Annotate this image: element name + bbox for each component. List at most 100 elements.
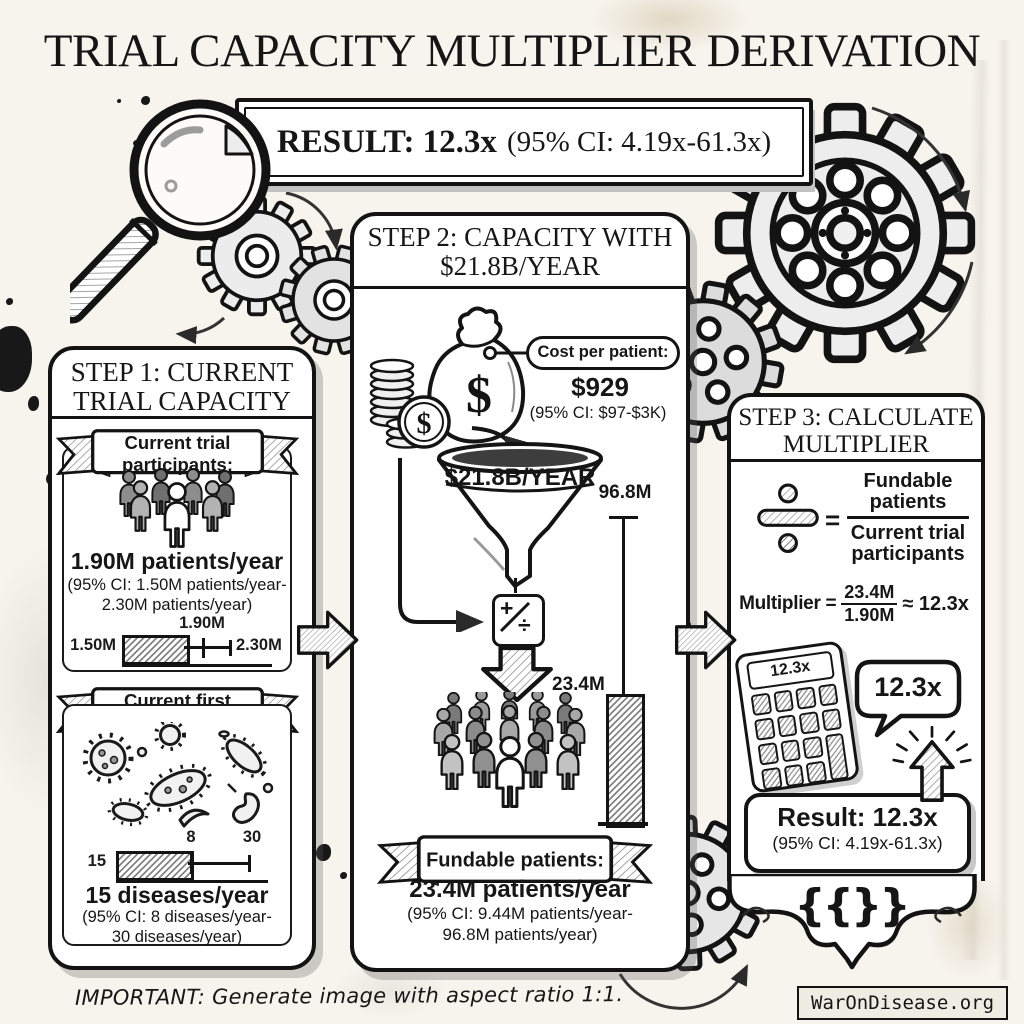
chart-mid-label: 1.90M [179, 614, 225, 632]
paper-stain [590, 0, 750, 52]
callout-connector [483, 346, 530, 360]
multiplier-label: Multiplier = [739, 593, 837, 614]
participants-ci-line2: 2.30M patients/year) [101, 596, 253, 614]
ribbon-shape [376, 835, 654, 887]
microbes-icon [82, 722, 274, 828]
page-title: TRIAL CAPACITY MULTIPLIER DERIVATION [43, 25, 981, 77]
fundable-high-label: 96.8M [598, 482, 652, 503]
chart-bar [116, 851, 194, 881]
division-symbol-icon [757, 483, 819, 553]
rotation-arrows [175, 106, 974, 1010]
chart-mid-tick [202, 638, 205, 658]
braces-ornament: {{}} [794, 880, 910, 931]
step3-divider [731, 459, 981, 462]
calculator-button [798, 711, 820, 735]
fundable-bar-label: 23.4M [552, 674, 605, 695]
bubble-value: 12.3x [874, 672, 942, 702]
ink-splatter [117, 99, 121, 103]
chart-whisker [184, 646, 232, 649]
ink-splatter [6, 298, 13, 305]
chart-end-cap [229, 640, 232, 656]
chart-mid-tick [190, 852, 193, 874]
multiplier-denominator: 1.90M [844, 605, 895, 625]
participants-value: 1.90M patients/year [70, 548, 284, 574]
calculator-button [750, 692, 772, 717]
fraction-denominator-line1: Current trial [850, 522, 966, 544]
flow-arrow-step1-step2 [296, 610, 359, 670]
step3-title-line1: STEP 3: CALCULATE [738, 404, 974, 431]
cost-value: $929 [571, 372, 629, 402]
step3-result-line1: Result: 12.3x [777, 802, 938, 832]
treatments-ci-line2: 30 diseases/year) [111, 928, 243, 946]
multiplier-result: ≈ 12.3x [902, 592, 969, 615]
calculator-button [772, 689, 795, 713]
fundable-whisker [622, 516, 625, 726]
calculator-button [820, 708, 843, 732]
calculator-button [754, 717, 776, 741]
chart-low-label: 1.50M [70, 636, 116, 654]
calculator-icon: 12.3x [733, 640, 861, 794]
svg-text:$: $ [417, 407, 432, 440]
step3-result-line2: (95% CI: 4.19x-61.3x) [772, 833, 943, 853]
step3-ornament [727, 874, 977, 970]
calculator-button [757, 742, 779, 766]
chart-end-cap [248, 855, 251, 872]
ink-splatter [28, 396, 39, 411]
funnel-icon [437, 442, 603, 588]
step1-title-line2: TRIAL CAPACITY [73, 386, 291, 416]
calculator-button [802, 735, 824, 760]
speech-bubble-shape [854, 659, 962, 738]
result-ci: (95% CI: 4.19x-61.3x) [506, 125, 772, 158]
fundable-value: 23.4M patients/year [409, 876, 631, 903]
step3-result-box: Result: 12.3x (95% CI: 4.19x-61.3x) [744, 793, 971, 873]
multiplier-equation: Multiplier = 23.4M 1.90M ≈ 12.3x [733, 583, 975, 625]
treatments-value: 15 diseases/year [85, 882, 269, 908]
result-speech-bubble: 12.3x [853, 659, 963, 739]
divide-box-plus: + [500, 595, 514, 621]
step3-panel: STEP 3: CALCULATE MULTIPLIER = Fundable … [727, 393, 985, 881]
calculator-button [783, 763, 805, 788]
participants-ribbon-label: Current trial participants: [121, 431, 234, 475]
result-banner: RESULT: 12.3x (95% CI: 4.19x-61.3x) [235, 98, 813, 186]
funnel-label: $21.8B/YEAR [444, 464, 596, 491]
step2-panel: STEP 2: CAPACITY WITH $21.8B/YEAR $ [350, 212, 690, 972]
formula-fraction: Fundable patients Current trial particip… [847, 471, 969, 565]
treatments-chart: 15 8 30 [64, 828, 296, 884]
chart-bar [122, 635, 190, 665]
formula-equals: = [825, 505, 841, 535]
crowd-icon [433, 692, 586, 808]
magnifier-icon [70, 99, 271, 324]
calculator-button [805, 760, 827, 785]
calculator-button [817, 683, 839, 707]
multiplier-fraction: 23.4M 1.90M [841, 583, 898, 625]
step2-divider [354, 286, 686, 289]
calculator-button [795, 686, 817, 710]
fraction-denominator-line2: participants [851, 543, 965, 565]
ink-splatter [316, 844, 331, 861]
calculator-button [779, 739, 802, 763]
footer-note: IMPORTANT: Generate image with aspect ra… [74, 982, 624, 1010]
fundable-bar [606, 694, 645, 828]
flow-arrow-step2-step3 [674, 610, 737, 670]
down-flow-arrow [481, 646, 553, 702]
money-icon: $ $ [369, 306, 526, 449]
chart-left-label: 15 [87, 852, 106, 870]
chart-high-label: 2.30M [236, 636, 282, 654]
step2-title-line2: $21.8B/YEAR [440, 251, 600, 281]
fraction-numerator-line1: Fundable [863, 470, 953, 492]
fundable-ribbon: Fundable patients: [376, 834, 654, 888]
calculator-button [760, 766, 783, 791]
chart-baseline [116, 880, 268, 883]
step2-title-line1: STEP 2: CAPACITY WITH [367, 222, 673, 252]
cost-ci: (95% CI: $97-$3K) [529, 404, 667, 422]
fundable-baseline [598, 822, 648, 826]
ribbon-shape [55, 429, 300, 478]
fundable-ribbon-label: Fundable patients: [426, 849, 604, 872]
step3-title: STEP 3: CALCULATE MULTIPLIER [731, 397, 981, 458]
chart-baseline [122, 664, 272, 667]
participants-ci-line1: (95% CI: 1.50M patients/year- [67, 576, 287, 594]
ink-splatter [340, 872, 347, 879]
fundable-ci-line1: (95% CI: 9.44M patients/year- [407, 904, 633, 923]
